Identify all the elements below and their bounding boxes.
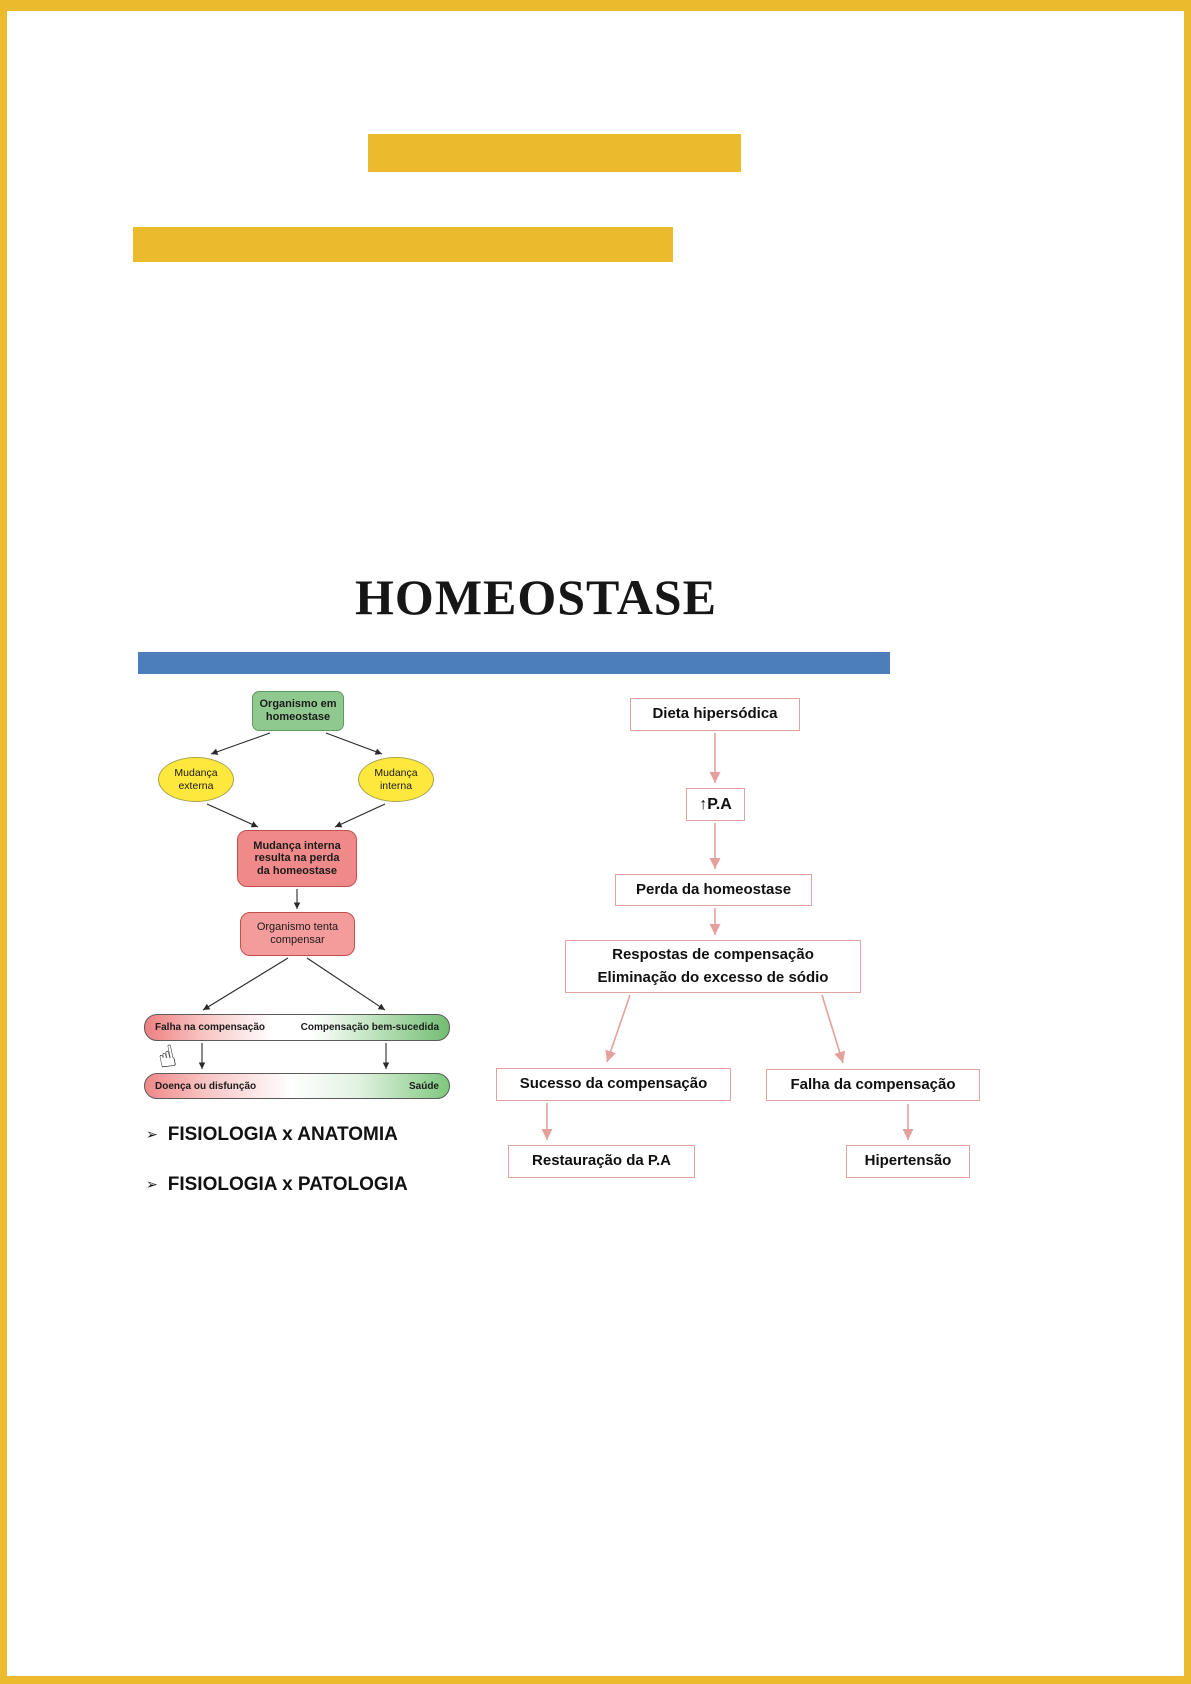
slide-title: HOMEOSTASE	[355, 569, 717, 625]
bullet-arrow-icon: ➢	[146, 1127, 158, 1143]
label-compensation-success: Compensação bem-sucedida	[300, 1022, 439, 1033]
node-pressao-arterial: ↑P.A	[686, 788, 745, 821]
bullet-fisiologia-patologia: ➢ FISIOLOGIA x PATOLOGIA	[146, 1174, 408, 1196]
arrow-internal-to-loss	[334, 803, 386, 828]
node-respostas-compensacao: Respostas de compensação Eliminação do e…	[565, 940, 861, 993]
label-health: Saúde	[408, 1080, 439, 1092]
arrow-organism-to-external	[210, 732, 271, 755]
node-perda-homeostase: Perda da homeostase	[615, 874, 812, 906]
node-dieta-hipersodica: Dieta hipersódica	[630, 698, 800, 731]
highlight-bar-left	[133, 227, 673, 262]
arrow-respostas-to-sucesso	[605, 994, 631, 1063]
node-hipertensao: Hipertensão	[846, 1145, 970, 1178]
bar-compensation-outcome: Falha na compensação Compensação bem-suc…	[144, 1014, 450, 1041]
arrow-organism-to-internal	[325, 732, 383, 755]
page-border-left	[0, 0, 7, 1684]
node-sucesso-compensacao: Sucesso da compensação	[496, 1068, 731, 1101]
arrow-compensate-to-fail	[202, 957, 289, 1011]
label-disease: Doença ou disfunção	[155, 1080, 257, 1092]
blue-divider-bar	[138, 652, 890, 674]
hand-cursor-icon: ☝	[154, 1038, 180, 1077]
arrow-compensate-to-success	[306, 957, 386, 1011]
page-border-top	[0, 0, 1191, 11]
node-homeostasis-loss: Mudança interna resulta na perda da home…	[237, 830, 357, 887]
node-falha-compensacao: Falha da compensação	[766, 1069, 980, 1101]
node-organism-compensates: Organismo tenta compensar	[240, 912, 355, 956]
node-external-change: Mudança externa	[158, 757, 234, 802]
node-organism-homeostasis: Organismo em homeostase	[252, 691, 344, 731]
bullet-text: FISIOLOGIA x ANATOMIA	[167, 1124, 398, 1145]
label-compensation-failure: Falha na compensação	[155, 1022, 266, 1033]
node-restauracao-pa: Restauração da P.A	[508, 1145, 695, 1178]
bullet-fisiologia-anatomia: ➢ FISIOLOGIA x ANATOMIA	[146, 1124, 398, 1146]
bar-health-outcome: Doença ou disfunção Saúde	[144, 1073, 450, 1099]
highlight-bar-top	[368, 134, 741, 172]
bullet-text: FISIOLOGIA x PATOLOGIA	[167, 1174, 408, 1195]
bullet-arrow-icon: ➢	[146, 1177, 158, 1193]
page-border-bottom	[0, 1676, 1191, 1684]
arrow-external-to-loss	[206, 803, 259, 828]
page-border-right	[1184, 0, 1191, 1684]
node-internal-change: Mudança interna	[358, 757, 434, 802]
arrow-respostas-to-falha	[821, 994, 846, 1064]
